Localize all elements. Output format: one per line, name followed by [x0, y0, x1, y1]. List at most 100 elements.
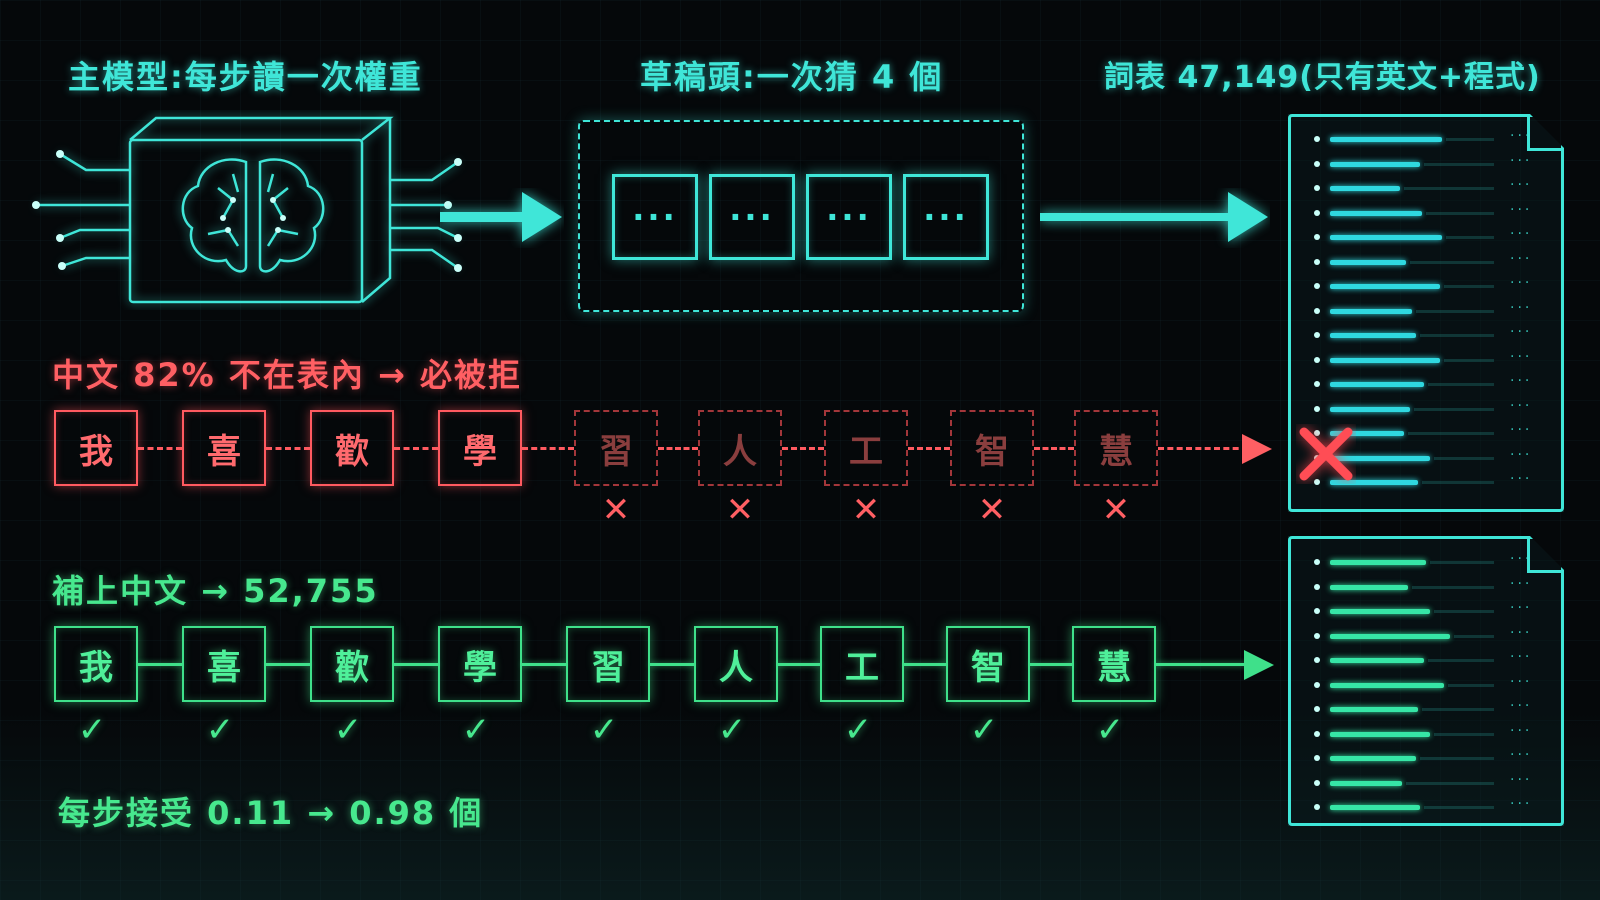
- document-line-trail: [1454, 634, 1494, 638]
- token-accepted: 喜: [182, 626, 266, 702]
- document-ellipsis: ···: [1510, 324, 1533, 340]
- document-bullet: [1314, 381, 1320, 387]
- document-line: [1330, 682, 1444, 688]
- check-icon: ✓: [1095, 710, 1125, 750]
- document-line-trail: [1444, 285, 1494, 288]
- token-connector: [778, 663, 820, 666]
- document-line: [1330, 609, 1430, 614]
- document-ellipsis: ···: [1510, 600, 1533, 616]
- document-line: [1330, 161, 1420, 167]
- document-line-trail: [1428, 383, 1494, 386]
- document-bullet: [1314, 430, 1320, 436]
- draft-head-frame: [578, 120, 1024, 312]
- document-ellipsis: ···: [1510, 673, 1533, 690]
- document-bullet: [1314, 608, 1320, 614]
- token-accepted: 歡: [310, 626, 394, 702]
- document-line-trail: [1434, 610, 1494, 613]
- document-line-trail: [1416, 309, 1494, 313]
- draft-token-box: ···: [903, 174, 989, 260]
- document-bullet: [1314, 657, 1320, 663]
- document-ellipsis: ···: [1510, 299, 1533, 316]
- token-connector: [522, 447, 574, 450]
- document-line-trail: [1446, 138, 1494, 141]
- vocab-document-extended: [1288, 536, 1564, 826]
- document-ellipsis: ···: [1510, 446, 1533, 463]
- arrow-right-icon: [1244, 650, 1274, 680]
- accepted-row-label: 補上中文 → 52,755: [52, 572, 379, 610]
- document-ellipsis: ···: [1510, 128, 1533, 144]
- draft-head-header: 草稿頭:一次猜 4 個: [640, 58, 944, 96]
- document-ellipsis: ···: [1510, 771, 1533, 788]
- token-accepted: 學: [438, 410, 522, 486]
- check-icon: ✓: [77, 710, 107, 750]
- check-icon: ✓: [969, 710, 999, 750]
- document-line: [1330, 137, 1442, 142]
- cross-icon: ✕: [851, 490, 881, 530]
- check-icon: ✓: [717, 710, 747, 750]
- token-connector: [908, 447, 950, 450]
- token-connector: [782, 447, 824, 450]
- document-ellipsis: ···: [1510, 177, 1533, 193]
- document-ellipsis: ···: [1510, 747, 1533, 763]
- document-ellipsis: ···: [1510, 275, 1533, 291]
- document-ellipsis: ···: [1510, 422, 1533, 438]
- document-line-trail: [1420, 334, 1494, 337]
- cross-icon: ✕: [977, 490, 1007, 530]
- token-connector: [650, 663, 694, 666]
- token-connector: [522, 663, 566, 666]
- token-accepted: 慧: [1072, 626, 1156, 702]
- document-line: [1330, 357, 1440, 363]
- document-bullet: [1314, 160, 1320, 167]
- document-fold: [1527, 539, 1561, 573]
- document-ellipsis: ···: [1510, 649, 1533, 665]
- document-line-trail: [1448, 683, 1494, 687]
- token-accepted: 工: [820, 626, 904, 702]
- document-line-trail: [1426, 211, 1494, 215]
- document-line: [1330, 584, 1408, 590]
- arrow-right-icon: [1242, 434, 1272, 464]
- document-line: [1330, 235, 1442, 240]
- document-line-trail: [1434, 732, 1494, 736]
- document-ellipsis: ···: [1510, 373, 1533, 389]
- document-line: [1330, 259, 1406, 265]
- token-connector: [394, 663, 438, 666]
- document-bullet: [1314, 185, 1320, 191]
- document-ellipsis: ···: [1510, 152, 1533, 169]
- brain-chip-icon: [32, 116, 462, 304]
- document-line: [1330, 756, 1416, 761]
- document-ellipsis: ···: [1510, 348, 1533, 365]
- check-icon: ✓: [461, 710, 491, 750]
- document-bullet: [1314, 755, 1320, 761]
- document-line-trail: [1424, 162, 1494, 166]
- token-accepted: 歡: [310, 410, 394, 486]
- token-accepted: 習: [566, 626, 650, 702]
- document-ellipsis: ···: [1510, 624, 1533, 641]
- token-connector: [1158, 447, 1248, 450]
- document-bullet: [1314, 681, 1320, 688]
- document-bullet: [1314, 332, 1320, 338]
- document-bullet: [1314, 283, 1320, 289]
- document-line: [1330, 480, 1418, 485]
- document-bullet: [1314, 356, 1320, 363]
- arrow-right-icon: [1040, 192, 1268, 242]
- cross-icon: ✕: [601, 490, 631, 530]
- token-connector: [266, 447, 310, 450]
- cross-icon: [1299, 427, 1353, 481]
- draft-token-box: ···: [709, 174, 795, 260]
- document-line-trail: [1414, 407, 1494, 411]
- document-ellipsis: ···: [1510, 250, 1533, 267]
- document-fold: [1527, 117, 1561, 151]
- document-ellipsis: ···: [1510, 796, 1533, 812]
- check-icon: ✓: [333, 710, 363, 750]
- document-ellipsis: ···: [1510, 551, 1533, 567]
- document-line: [1330, 455, 1430, 461]
- document-line: [1330, 780, 1402, 786]
- token-connector: [1034, 447, 1074, 450]
- token-connector: [394, 447, 438, 450]
- document-line-trail: [1434, 456, 1494, 460]
- token-connector: [1156, 663, 1248, 666]
- document-line-trail: [1406, 781, 1494, 785]
- document-line-trail: [1446, 236, 1494, 239]
- document-bullet: [1314, 583, 1320, 590]
- document-line-trail: [1404, 187, 1494, 190]
